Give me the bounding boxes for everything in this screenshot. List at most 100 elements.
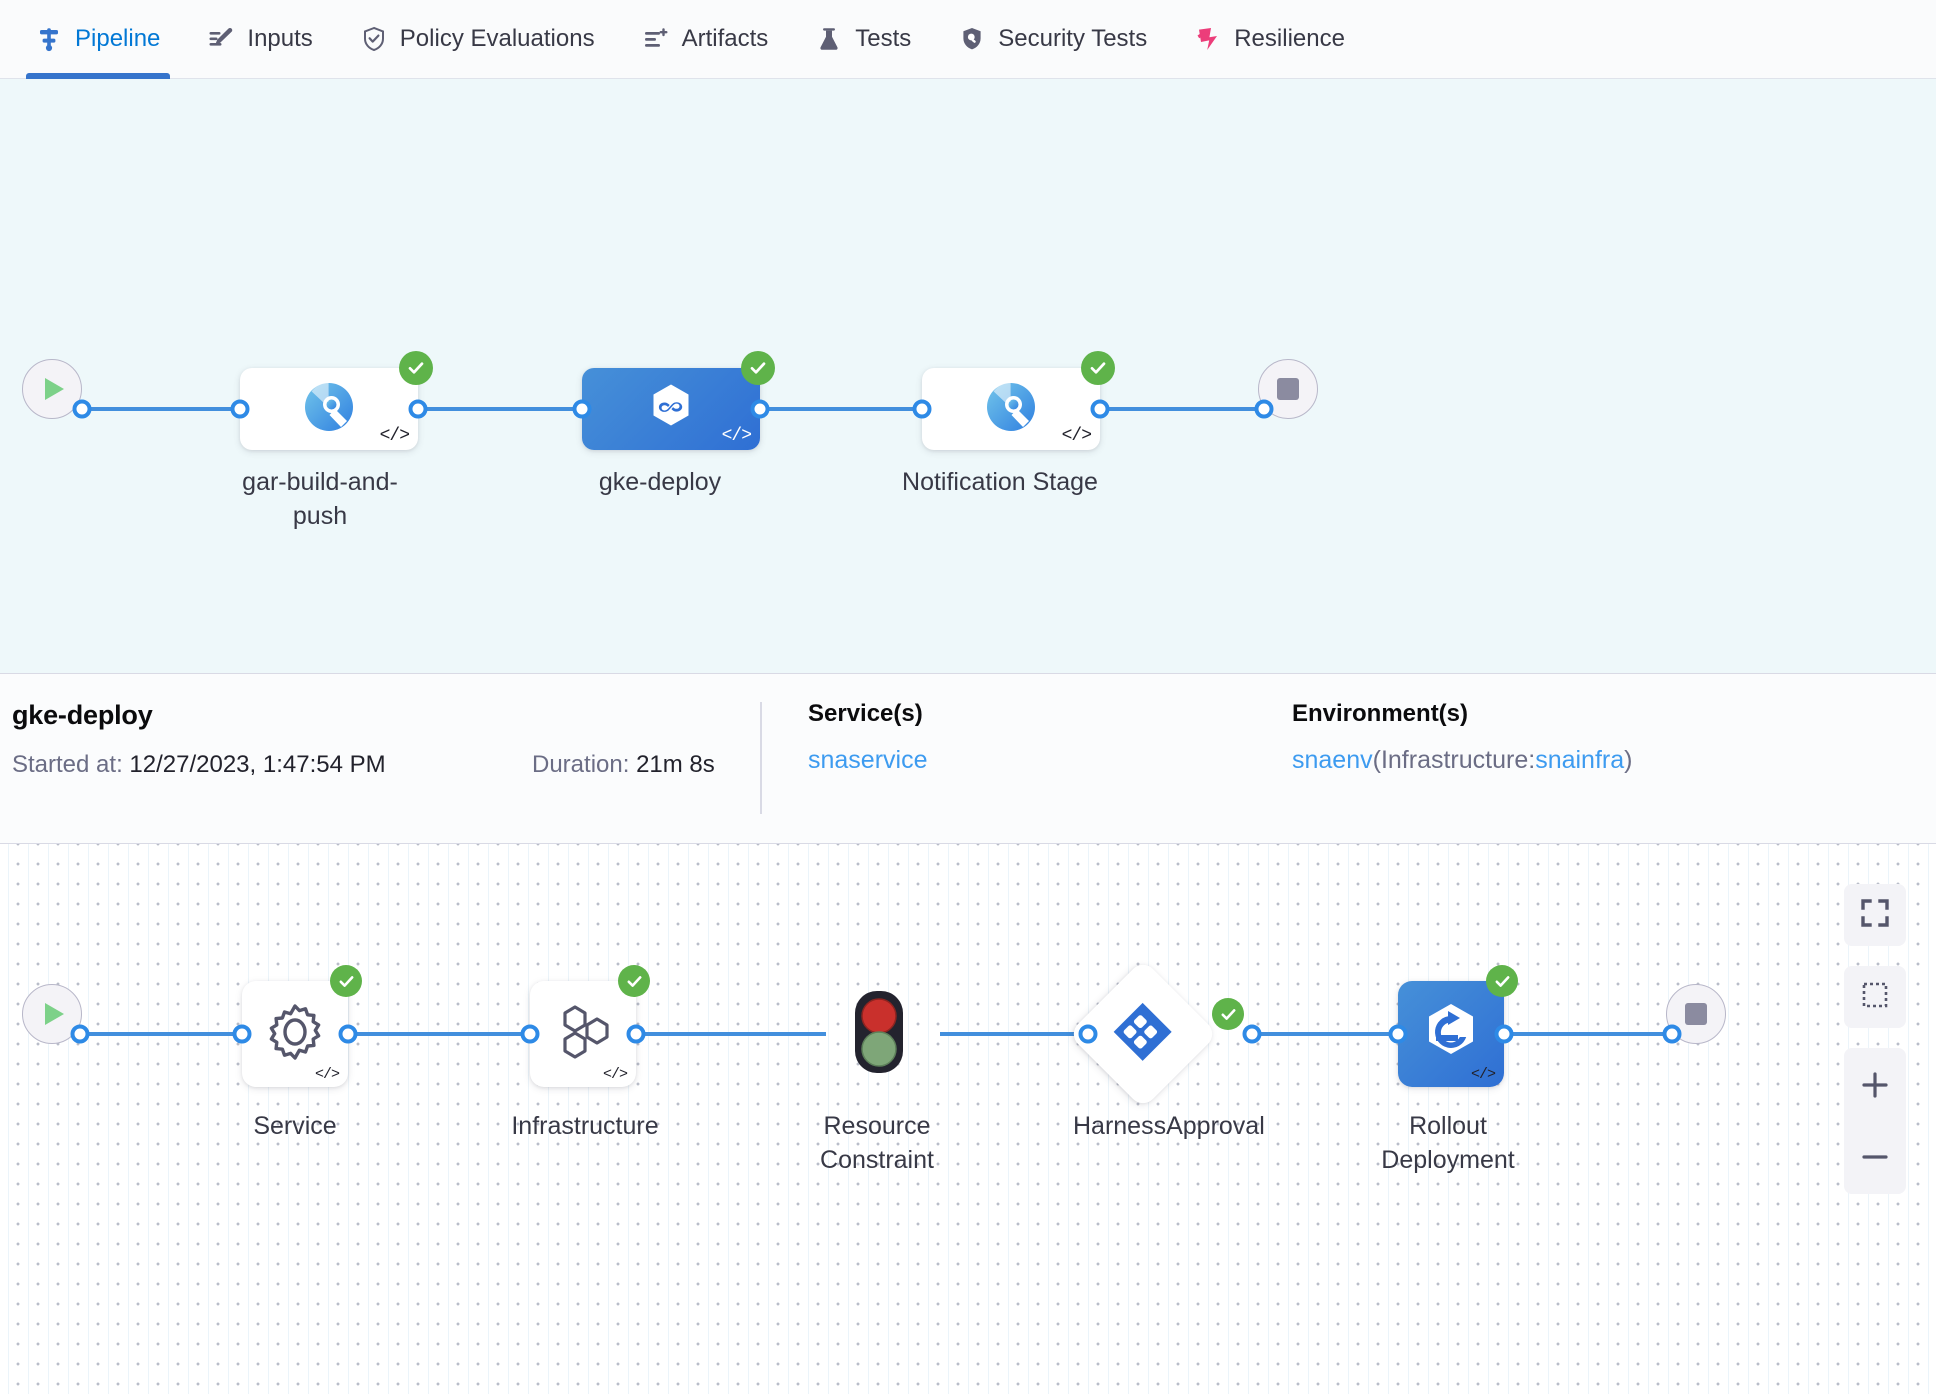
- status-success-badge: [618, 965, 650, 997]
- play-icon: [45, 1003, 64, 1025]
- canvas-zoom-controls: [1844, 884, 1906, 1194]
- stage3-out-port[interactable]: [1090, 399, 1110, 419]
- started-at-label: Started at:: [12, 751, 123, 778]
- service-out-port[interactable]: [338, 1024, 358, 1044]
- infrastructure-prefix: (Infrastructure:: [1372, 746, 1536, 774]
- rollout-out-port[interactable]: [1494, 1024, 1514, 1044]
- environments-value: snaenv(Infrastructure:snainfra): [1292, 746, 1632, 775]
- duration-label: Duration:: [532, 751, 630, 778]
- gcp-build-icon: [983, 379, 1039, 440]
- step-card-harness-approval[interactable]: [1068, 959, 1218, 1109]
- zoom-in-button[interactable]: [1844, 1062, 1906, 1108]
- edge-rollout-to-end: [1504, 1032, 1672, 1036]
- zoom-in-out-group: [1844, 1048, 1906, 1194]
- edge-stage3-to-end: [1100, 407, 1264, 411]
- zoom-out-button[interactable]: [1844, 1134, 1906, 1180]
- stage-card-gke-deploy[interactable]: </>: [582, 351, 775, 450]
- step-row: </> Service </> Infrastructure: [0, 959, 1936, 1174]
- service-link-snaservice[interactable]: snaservice: [808, 746, 928, 774]
- status-success-badge: [399, 351, 433, 385]
- stage2-in-port[interactable]: [572, 399, 592, 419]
- stop-icon: [1277, 378, 1299, 400]
- infrastructure-link-snainfra[interactable]: snainfra: [1535, 746, 1625, 774]
- start-play-node[interactable]: [22, 359, 82, 419]
- tab-security-tests[interactable]: Security Tests: [935, 0, 1171, 79]
- stage2-out-port[interactable]: [750, 399, 770, 419]
- tab-label: Tests: [855, 25, 912, 52]
- step-label-infrastructure: Infrastructure: [511, 1112, 659, 1140]
- tab-label: Policy Evaluations: [399, 25, 595, 52]
- infrastructure-in-port[interactable]: [520, 1024, 540, 1044]
- environments-header: Environment(s): [1292, 700, 1469, 727]
- status-success-badge: [1081, 351, 1115, 385]
- exec-end-in-port[interactable]: [1662, 1024, 1682, 1044]
- exec-start-out-port[interactable]: [70, 1024, 90, 1044]
- tab-inputs[interactable]: Inputs: [184, 0, 336, 79]
- yaml-code-icon[interactable]: </>: [602, 1066, 628, 1083]
- tab-tests[interactable]: Tests: [792, 0, 935, 79]
- details-divider: [760, 702, 762, 814]
- fit-to-screen-button[interactable]: [1844, 884, 1906, 946]
- stage-details-panel: gke-deploy Started at: 12/27/2023, 1:47:…: [0, 674, 1936, 844]
- edge-resource-constraint-to-approval: [940, 1032, 1088, 1036]
- yaml-code-icon[interactable]: </>: [314, 1066, 340, 1083]
- end-in-port[interactable]: [1254, 399, 1274, 419]
- tab-pipeline[interactable]: Pipeline: [12, 0, 184, 79]
- step-card-resource-constraint[interactable]: [826, 981, 932, 1087]
- started-at-value: 12/27/2023, 1:47:54 PM: [129, 751, 386, 778]
- yaml-code-icon[interactable]: </>: [721, 426, 752, 446]
- pipeline-stage-canvas[interactable]: </> gar-build-and-push </> gke-deploy: [0, 79, 1936, 674]
- infrastructure-suffix: ): [1624, 746, 1633, 774]
- started-at-field: Started at: 12/27/2023, 1:47:54 PM: [12, 751, 532, 779]
- traffic-light-icon: [846, 987, 912, 1082]
- edge-start-to-service: [80, 1032, 242, 1036]
- select-area-button[interactable]: [1844, 966, 1906, 1028]
- stage1-in-port[interactable]: [230, 399, 250, 419]
- services-column: Service(s) snaservice: [808, 700, 928, 775]
- step-card-infrastructure[interactable]: </>: [530, 965, 650, 1087]
- step-execution-canvas[interactable]: </> Service </> Infrastructure: [0, 844, 1936, 1394]
- stage-details-title: gke-deploy: [12, 700, 153, 730]
- approval-out-port[interactable]: [1242, 1024, 1262, 1044]
- approval-diamond-icon: [1112, 1001, 1174, 1068]
- status-success-badge: [1486, 965, 1518, 997]
- edge-service-to-infrastructure: [348, 1032, 530, 1036]
- yaml-code-icon[interactable]: </>: [1061, 426, 1092, 446]
- harness-deploy-icon: [643, 379, 699, 440]
- tab-resilience[interactable]: Resilience: [1171, 0, 1369, 79]
- duration-field: Duration: 21m 8s: [532, 751, 715, 779]
- tab-artifacts[interactable]: Artifacts: [619, 0, 793, 79]
- approval-in-port[interactable]: [1078, 1024, 1098, 1044]
- infrastructure-out-port[interactable]: [626, 1024, 646, 1044]
- yaml-code-icon[interactable]: </>: [379, 426, 410, 446]
- start-play-node[interactable]: [22, 984, 82, 1044]
- stage1-out-port[interactable]: [408, 399, 428, 419]
- tab-label: Resilience: [1234, 25, 1345, 52]
- stage-label-gar-build-and-push: gar-build-and-push: [242, 468, 398, 530]
- expand-icon: [1860, 898, 1890, 933]
- status-success-badge: [330, 965, 362, 997]
- policy-shield-check-icon: [361, 26, 387, 52]
- tab-policy-evaluations[interactable]: Policy Evaluations: [337, 0, 619, 79]
- step-card-service[interactable]: </>: [242, 965, 362, 1087]
- environment-link-snaenv[interactable]: snaenv: [1292, 746, 1373, 774]
- pipeline-icon: [36, 26, 62, 52]
- step-card-rollout-deployment[interactable]: </>: [1398, 965, 1518, 1087]
- yaml-code-icon[interactable]: </>: [1470, 1066, 1496, 1083]
- stage3-in-port[interactable]: [912, 399, 932, 419]
- stage-row: </> gar-build-and-push </> gke-deploy: [0, 339, 1936, 530]
- start-out-port[interactable]: [72, 399, 92, 419]
- service-in-port[interactable]: [232, 1024, 252, 1044]
- step-label-rollout-deployment: Rollout Deployment: [1381, 1112, 1515, 1174]
- rollout-in-port[interactable]: [1388, 1024, 1408, 1044]
- play-icon: [45, 378, 64, 400]
- artifacts-list-plus-icon: [643, 26, 669, 52]
- pipeline-execution-tabbar: Pipeline Inputs Policy Evaluations: [0, 0, 1936, 79]
- stage-card-notification-stage[interactable]: </>: [922, 351, 1115, 450]
- edge-stage2-to-stage3: [760, 407, 922, 411]
- rollout-hexagon-icon: [1418, 999, 1484, 1070]
- security-shield-icon: [959, 26, 985, 52]
- duration-value: 21m 8s: [636, 751, 715, 778]
- stage-details-meta: Started at: 12/27/2023, 1:47:54 PM Durat…: [12, 751, 1936, 779]
- stage-card-gar-build-and-push[interactable]: </>: [240, 351, 433, 450]
